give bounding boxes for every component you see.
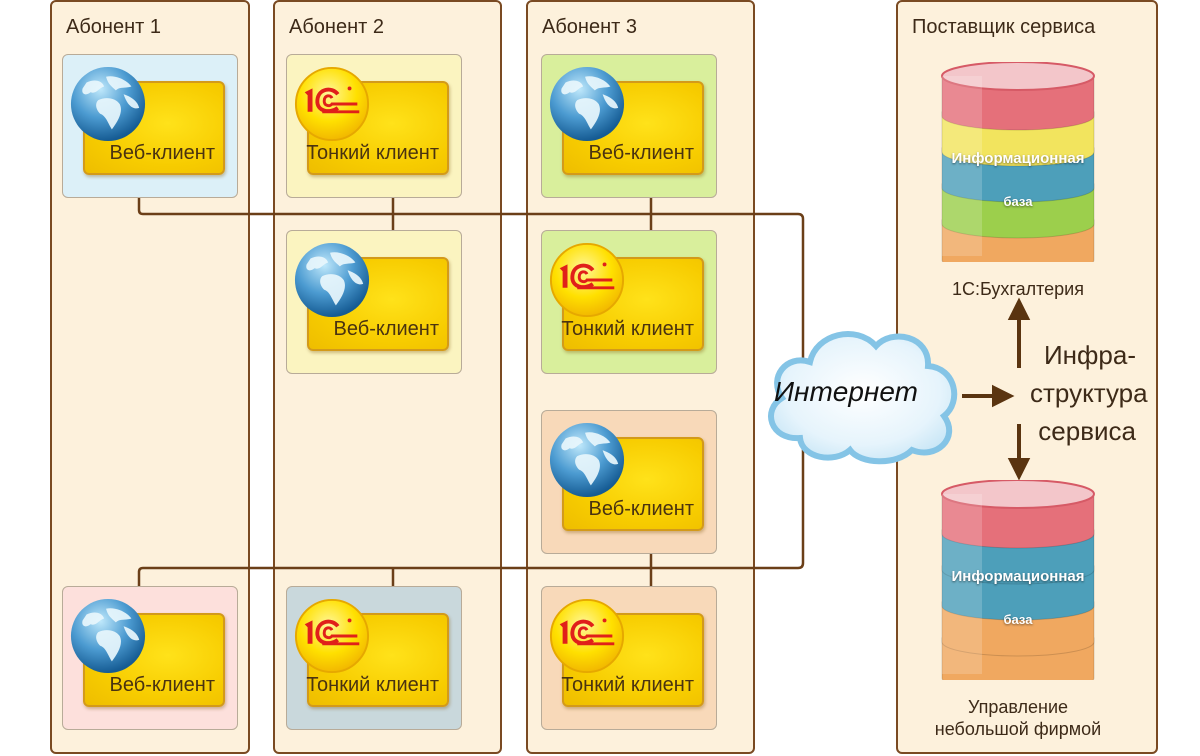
1c-logo-icon: [548, 597, 626, 675]
client-label: Веб-клиент: [588, 142, 695, 164]
1c-logo-icon: [548, 241, 626, 319]
subscriber-3-title: Абонент 3: [542, 16, 637, 38]
client-label: Веб-клиент: [588, 498, 695, 520]
db-caption-line1: Управление: [967, 697, 1069, 717]
infra-line-3: сервиса: [1038, 416, 1136, 446]
globe-icon: [548, 65, 626, 143]
db-caption-line1: 1С:Бухгалтерия: [952, 279, 1084, 299]
infrastructure-label: Инфра- структура сервиса: [1030, 336, 1148, 450]
internet-label: Интернет: [774, 376, 918, 407]
client-label: Веб-клиент: [109, 674, 216, 696]
subscriber-1-title: Абонент 1: [66, 16, 161, 38]
thin-client-card: Тонкий клиент: [286, 586, 462, 730]
globe-icon: [548, 421, 626, 499]
database-cylinder: Информационная база: [940, 479, 1096, 693]
client-label: Тонкий клиент: [561, 674, 694, 696]
thin-client-card: Тонкий клиент: [541, 586, 717, 730]
client-label: Веб-клиент: [109, 142, 216, 164]
web-client-card: Веб-клиент: [62, 54, 238, 198]
subscriber-2-title: Абонент 2: [289, 16, 384, 38]
client-label: Веб-клиент: [333, 318, 440, 340]
db-caption-line2: небольшой фирмой: [934, 719, 1102, 739]
web-client-card: Веб-клиент: [286, 230, 462, 374]
globe-icon: [69, 65, 147, 143]
database-caption: 1С:Бухгалтерия: [910, 278, 1126, 300]
globe-icon: [69, 597, 147, 675]
database-caption: Управление небольшой фирмой: [910, 696, 1126, 740]
client-label: Тонкий клиент: [561, 318, 694, 340]
client-label: Тонкий клиент: [306, 674, 439, 696]
thin-client-card: Тонкий клиент: [286, 54, 462, 198]
db-label-line2: база: [1003, 612, 1033, 627]
infra-line-1: Инфра-: [1043, 340, 1136, 370]
arrow-head-up: [1007, 297, 1031, 320]
globe-icon: [293, 241, 371, 319]
arrow-head-right: [992, 384, 1015, 408]
web-client-card: Веб-клиент: [541, 54, 717, 198]
infra-line-2: структура: [1030, 378, 1148, 408]
client-label: Тонкий клиент: [306, 142, 439, 164]
db-label-line1: Информационная: [951, 150, 1085, 167]
web-client-card: Веб-клиент: [62, 586, 238, 730]
database-cylinder: Информационная база: [940, 61, 1096, 275]
arrow-head-down: [1007, 458, 1031, 481]
web-client-card: Веб-клиент: [541, 410, 717, 554]
db-label-line2: база: [1003, 194, 1033, 209]
db-label-line1: Информационная: [951, 568, 1085, 585]
provider-title: Поставщик сервиса: [912, 16, 1096, 38]
thin-client-card: Тонкий клиент: [541, 230, 717, 374]
internet-cloud-icon: [768, 331, 958, 465]
1c-logo-icon: [293, 597, 371, 675]
1c-logo-icon: [293, 65, 371, 143]
